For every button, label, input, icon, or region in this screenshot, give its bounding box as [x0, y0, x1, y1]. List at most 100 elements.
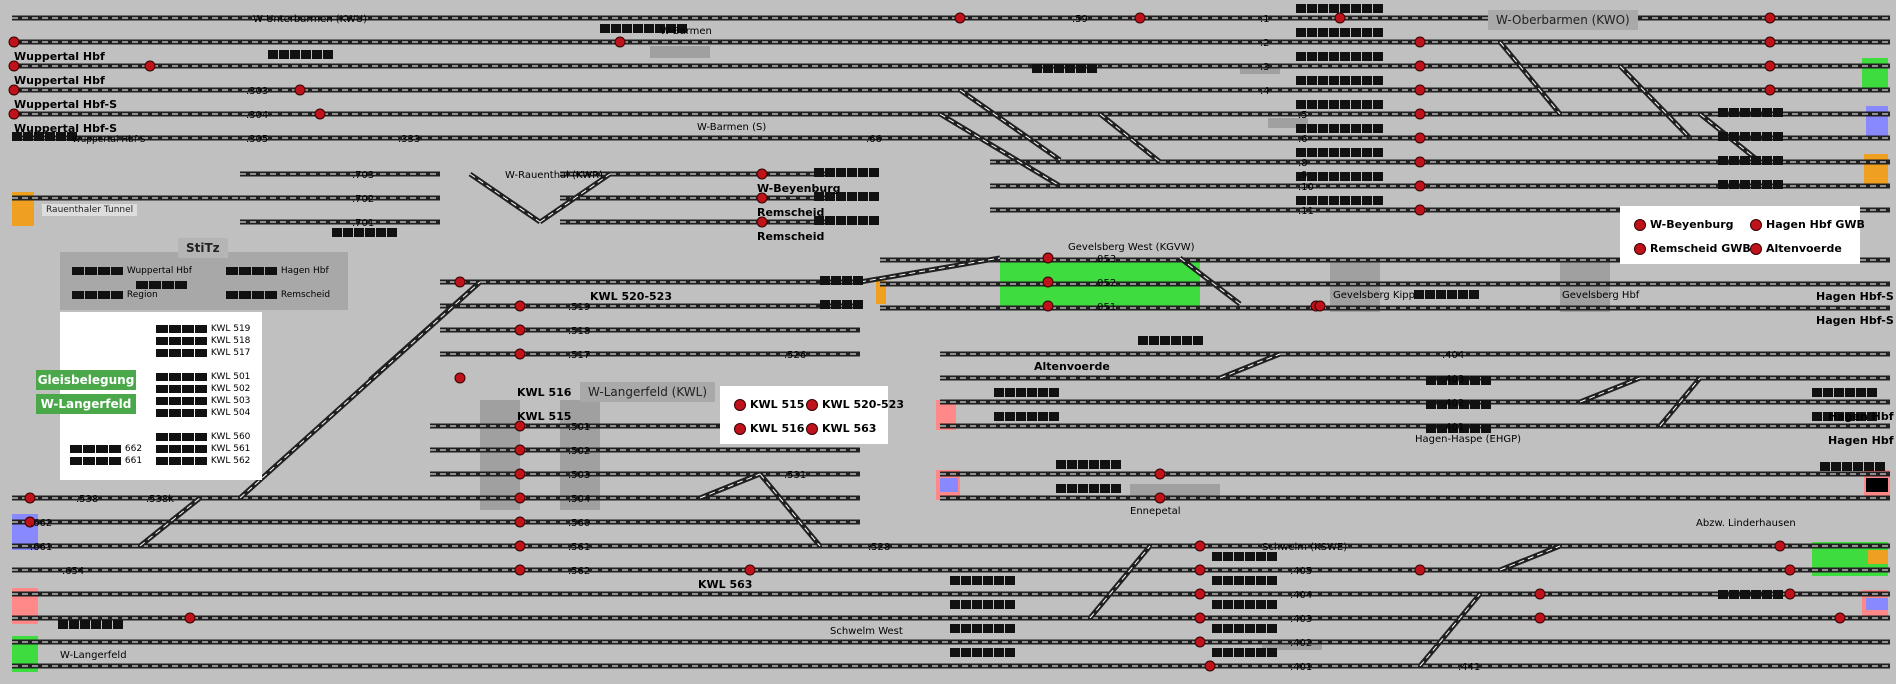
- stitz-item-wuppertal-hbf[interactable]: Wuppertal Hbf: [126, 266, 192, 276]
- kwl-503[interactable]: KWL 503: [210, 396, 251, 406]
- kwl-502[interactable]: KWL 502: [210, 384, 251, 394]
- block-indicator: [1340, 76, 1350, 85]
- kwl-661[interactable]: 661: [124, 456, 143, 466]
- legend-w-beyenburg[interactable]: W-Beyenburg: [1650, 218, 1734, 231]
- signal-icon: [514, 300, 526, 312]
- block-indicator: [1267, 624, 1277, 633]
- zone-highlight: [1130, 484, 1220, 498]
- endpoint-hagen-hbf-1[interactable]: Hagen Hbf: [1828, 410, 1894, 423]
- endpoint-kwl-515[interactable]: KWL 515: [517, 410, 572, 423]
- endpoint-remscheid-1[interactable]: Remscheid: [757, 206, 825, 219]
- block-indicator: [67, 132, 77, 141]
- block-indicator: [1329, 196, 1339, 205]
- block-indicator: [1856, 388, 1866, 397]
- endpoint-wuppertal-hbf-1[interactable]: Wuppertal Hbf: [14, 50, 105, 63]
- zone-highlight: [1868, 550, 1888, 564]
- kwl-518[interactable]: KWL 518: [210, 336, 251, 346]
- kwl-560[interactable]: KWL 560: [210, 432, 251, 442]
- kwl-504[interactable]: KWL 504: [210, 408, 251, 418]
- block-indicator: [1100, 484, 1110, 493]
- block-indicator: [847, 192, 857, 201]
- legend-kwl-520-523[interactable]: KWL 520-523: [822, 398, 904, 411]
- legend-kwl-516[interactable]: KWL 516: [750, 422, 805, 435]
- block-indicator: [1773, 590, 1783, 599]
- kwl-561[interactable]: KWL 561: [210, 444, 251, 454]
- signal-icon: [314, 108, 326, 120]
- kwl-662[interactable]: 662: [124, 444, 143, 454]
- block-indicator: [644, 24, 654, 33]
- track-number: .538: [76, 494, 99, 505]
- legend-hagen-hbf-gwb[interactable]: Hagen Hbf GWB: [1766, 218, 1865, 231]
- track-rail: [469, 173, 541, 223]
- block-indicator: [1267, 648, 1277, 657]
- track-number: .333: [398, 134, 421, 145]
- kwl-519[interactable]: KWL 519: [210, 324, 251, 334]
- block-indicator: [1296, 124, 1306, 133]
- legend-altenvoerde[interactable]: Altenvoerde: [1766, 242, 1842, 255]
- stitz-item-region[interactable]: Region: [126, 290, 158, 300]
- block-indicator: [1329, 28, 1339, 37]
- endpoint-hagen-hbf-s-2[interactable]: Hagen Hbf-S: [1816, 314, 1894, 327]
- block-indicator: [994, 624, 1004, 633]
- block-indicator: [1087, 64, 1097, 73]
- block-indicator: [1823, 388, 1833, 397]
- stitz-item-remscheid[interactable]: Remscheid: [280, 290, 331, 300]
- zone-highlight: [1864, 154, 1888, 188]
- block-indicator: [1005, 388, 1015, 397]
- block-indicator: [1234, 624, 1244, 633]
- block-indicator: [1481, 376, 1491, 385]
- kwl-517[interactable]: KWL 517: [210, 348, 251, 358]
- signal-icon: [8, 60, 20, 72]
- endpoint-kwl-516[interactable]: KWL 516: [517, 386, 572, 399]
- block-indicator: [1729, 132, 1739, 141]
- track-number: .503: [568, 470, 591, 481]
- track-rail: [1499, 41, 1561, 115]
- gleisbelegung-button[interactable]: Gleisbelegung: [36, 370, 136, 390]
- block-indicator: [1834, 388, 1844, 397]
- block-indicator: [1470, 424, 1480, 433]
- endpoint-wuppertal-hbf-s-2[interactable]: Wuppertal Hbf-S: [14, 122, 118, 135]
- block-indicator: [312, 50, 322, 59]
- block-indicator: [1762, 156, 1772, 165]
- stitz-item-hagen-hbf[interactable]: Hagen Hbf: [280, 266, 329, 276]
- signal-icon: [1204, 660, 1216, 672]
- block-indicator: [1307, 4, 1317, 13]
- station-gevelsberg-west: Gevelsberg West (KGVW): [1068, 242, 1195, 253]
- signal-icon: [1042, 276, 1054, 288]
- block-indicator: [1351, 28, 1361, 37]
- block-indicator: [1845, 388, 1855, 397]
- block-indicator: [376, 228, 386, 237]
- kwl-501[interactable]: KWL 501: [210, 372, 251, 382]
- signal-icon: [1042, 300, 1054, 312]
- signal-icon: [1750, 219, 1762, 231]
- endpoint-hagen-hbf-2[interactable]: Hagen Hbf: [1828, 434, 1894, 447]
- block-indicator: [1340, 52, 1350, 61]
- endpoint-kwl-563[interactable]: KWL 563: [698, 578, 753, 591]
- block-indicator: [1351, 76, 1361, 85]
- endpoint-wuppertal-hbf-s-1[interactable]: Wuppertal Hbf-S: [14, 98, 118, 111]
- endpoint-kwl-520-523[interactable]: KWL 520-523: [590, 290, 672, 303]
- signal-icon: [514, 324, 526, 336]
- kwl-562[interactable]: KWL 562: [210, 456, 251, 466]
- endpoint-remscheid-2[interactable]: Remscheid: [757, 230, 825, 243]
- w-langerfeld-button[interactable]: W-Langerfeld: [36, 394, 136, 414]
- legend-kwl-563[interactable]: KWL 563: [822, 422, 877, 435]
- block-indicator: [1100, 460, 1110, 469]
- legend-kwl-515[interactable]: KWL 515: [750, 398, 805, 411]
- endpoint-w-beyenburg[interactable]: W-Beyenburg: [757, 182, 841, 195]
- block-indicator: [950, 600, 960, 609]
- legend-remscheid-gwb[interactable]: Remscheid GWB: [1650, 242, 1751, 255]
- zone-highlight: [1866, 478, 1888, 492]
- endpoint-hagen-hbf-s-1[interactable]: Hagen Hbf-S: [1816, 290, 1894, 303]
- endpoint-wuppertal-hbf-2[interactable]: Wuppertal Hbf: [14, 74, 105, 87]
- track-rail: [1179, 257, 1241, 305]
- block-indicator: [950, 576, 960, 585]
- track-rail: [1579, 377, 1641, 403]
- signal-icon: [454, 372, 466, 384]
- block-indicator: [1267, 600, 1277, 609]
- block-indicator: [1245, 648, 1255, 657]
- block-indicator: [869, 192, 879, 201]
- block-indicator: [1362, 196, 1372, 205]
- block-indicator: [1469, 290, 1479, 299]
- track-number: .59: [1072, 14, 1088, 25]
